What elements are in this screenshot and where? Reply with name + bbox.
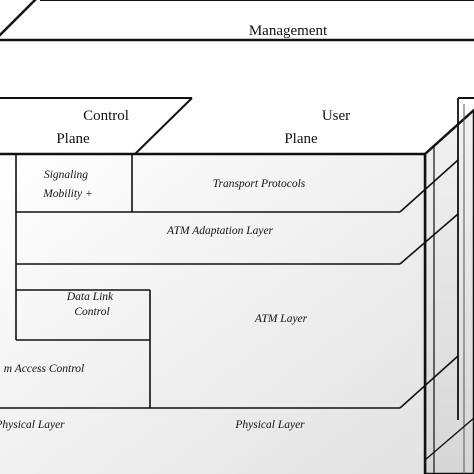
- medium-access-control-label: m Access Control: [4, 363, 85, 375]
- data-link-control-label: Control: [74, 306, 109, 318]
- control-user-planes: [0, 97, 474, 155]
- control-plane-label: Control: [83, 108, 129, 124]
- atm-layer-label: ATM Layer: [254, 313, 308, 325]
- data-link-label: Data Link: [66, 291, 114, 303]
- signaling-label: Signaling: [44, 169, 88, 181]
- user-plane-word: Plane: [284, 131, 318, 147]
- mobility-label: Mobility +: [42, 188, 93, 200]
- physical-layer-right-label: Physical Layer: [234, 419, 305, 431]
- user-plane-label: User: [322, 108, 350, 124]
- cube-side-face: [423, 98, 474, 474]
- physical-layer-left-label: Physical Layer: [0, 419, 65, 431]
- atm-adaptation-layer-label: ATM Adaptation Layer: [166, 225, 274, 237]
- cube-front-face: [0, 152, 474, 474]
- management-plane: [0, 0, 474, 42]
- management-plane-label: Management: [249, 23, 328, 39]
- control-plane-word: Plane: [56, 131, 90, 147]
- transport-protocols-label: Transport Protocols: [213, 178, 306, 190]
